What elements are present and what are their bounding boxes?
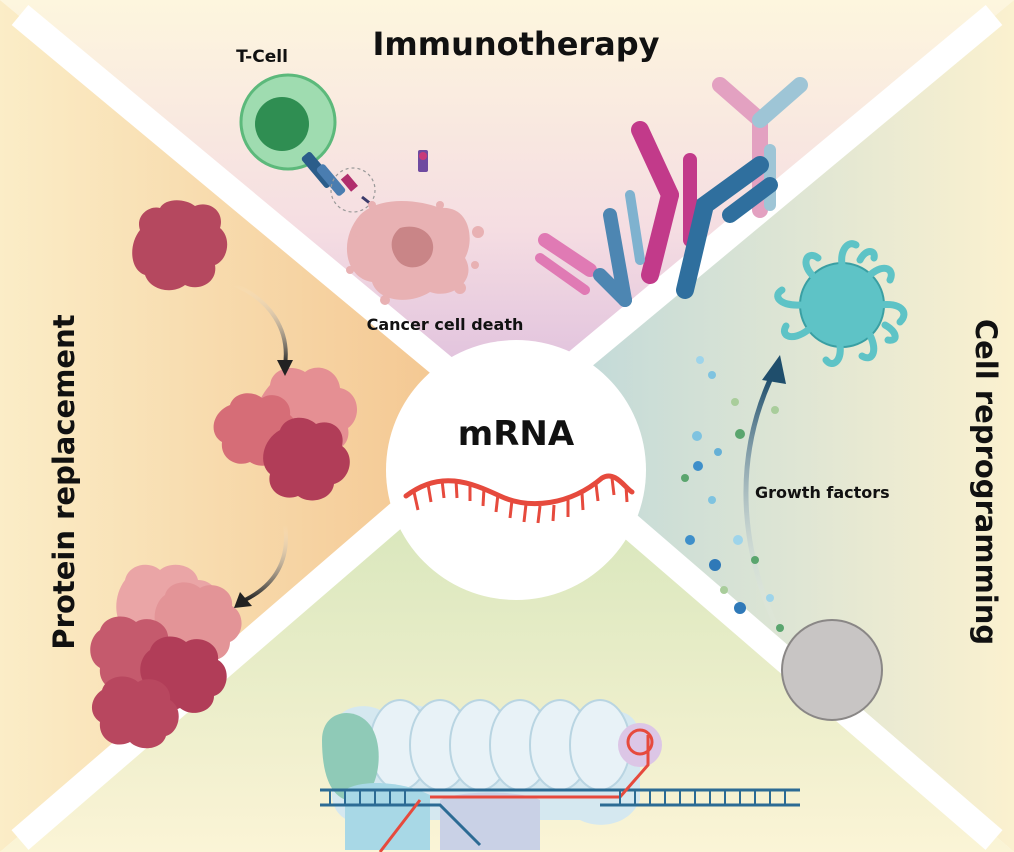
right-quadrant bbox=[507, 0, 1014, 852]
mrna-label: mRNA bbox=[458, 414, 575, 454]
protein-dimer-icon bbox=[213, 367, 358, 501]
cas-protein-icon bbox=[322, 699, 662, 850]
growth-factors-label: Growth factors bbox=[755, 483, 890, 502]
mrna-strand-icon bbox=[403, 473, 635, 524]
cancer-cell-icon bbox=[346, 200, 484, 305]
dna-strand-icon bbox=[320, 728, 800, 852]
t-cell-icon bbox=[239, 73, 337, 171]
immunotherapy-title: Immunotherapy bbox=[372, 25, 659, 63]
protein-icon bbox=[132, 200, 228, 291]
process-arrows-icon bbox=[234, 283, 293, 608]
t-cell-label: T-Cell bbox=[236, 47, 288, 67]
bottom-quadrant bbox=[0, 420, 1014, 852]
protein-complex-icon bbox=[90, 564, 242, 749]
stem-cell-icon bbox=[781, 619, 883, 721]
cell-reprogramming-title: Cell reprogramming bbox=[969, 319, 1003, 645]
tcr-receptor-icon bbox=[301, 152, 377, 213]
cancer-cell-death-label: Cancer cell death bbox=[367, 315, 524, 334]
growth-factor-dots-icon bbox=[681, 356, 784, 632]
differentiation-arrow-icon bbox=[743, 355, 786, 632]
receptor-marker-icon bbox=[418, 150, 428, 172]
protein-replacement-title: Protein replacement bbox=[47, 314, 81, 649]
antibody-icon bbox=[535, 77, 808, 307]
dendritic-cell-icon bbox=[774, 240, 908, 367]
center-circle bbox=[386, 340, 646, 600]
